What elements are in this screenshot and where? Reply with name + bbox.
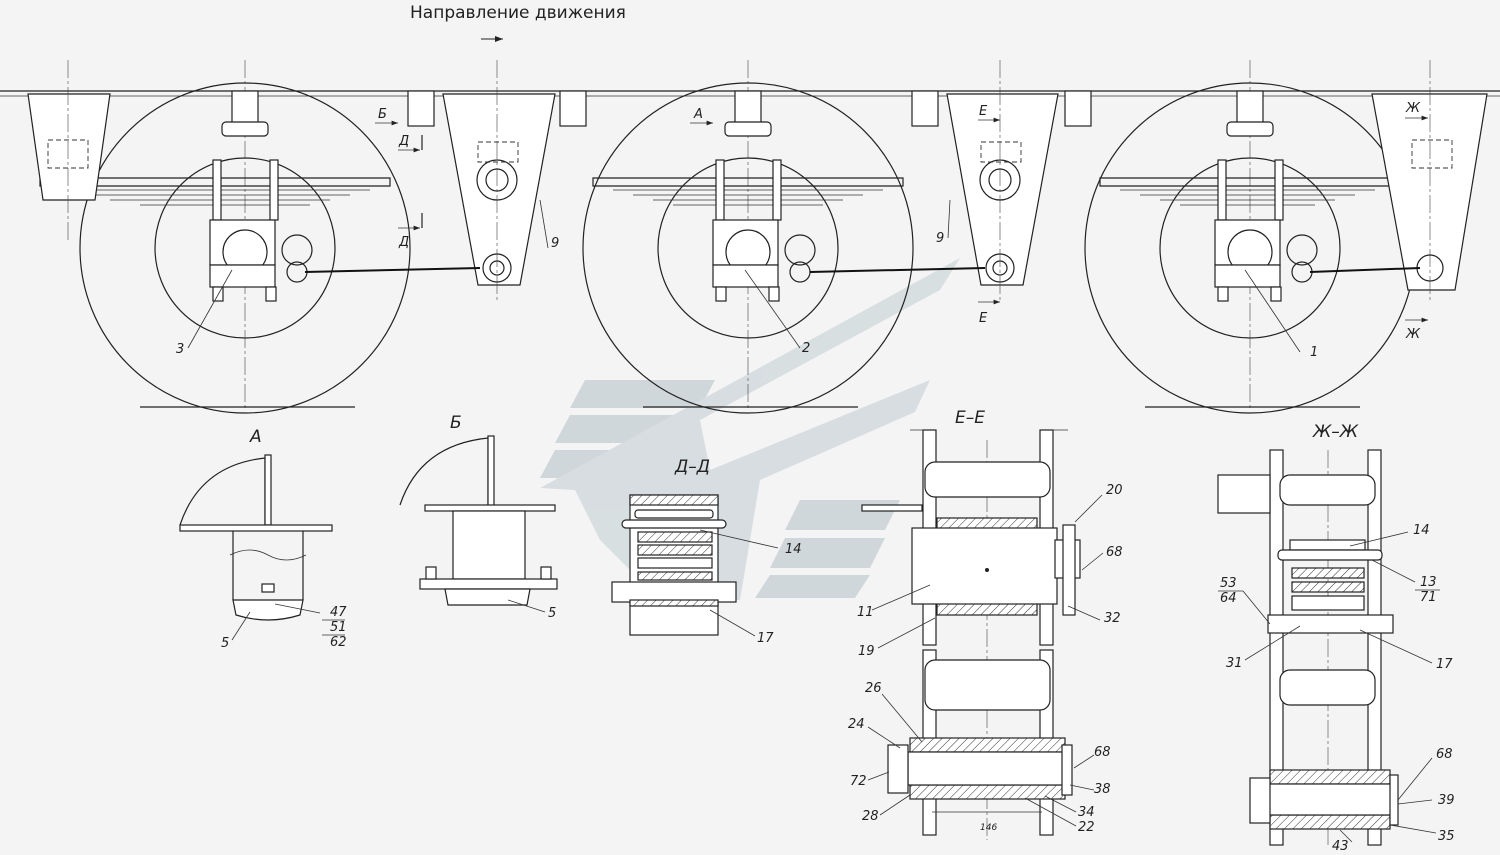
- view-a-callout-47: 47: [330, 605, 347, 620]
- view-b: Б 5: [399, 413, 558, 621]
- section-e-callout-34: 34: [1078, 805, 1095, 820]
- section-e-title: Е–Е: [955, 408, 985, 428]
- section-mark-d-bottom: Д: [398, 235, 409, 250]
- torque-rod-3: [1309, 267, 1421, 273]
- view-a-callout-51: 51: [330, 620, 347, 635]
- section-d-callout-14: 14: [785, 542, 802, 557]
- section-zh-callout-13: 13: [1420, 575, 1437, 590]
- section-mark-b: Б: [378, 107, 387, 122]
- section-e: Е–Е 146 20 68 32 11: [848, 408, 1123, 840]
- front-hanger-left: [27, 60, 111, 240]
- axle-assembly-middle: [582, 60, 914, 414]
- axle-assembly-front: [1084, 60, 1416, 414]
- section-e-callout-26: 26: [865, 681, 882, 696]
- section-d: Д–Д 14 17: [611, 457, 802, 646]
- section-d-callout-17: 17: [757, 631, 774, 646]
- section-e-callout-38: 38: [1094, 782, 1111, 797]
- section-mark-a: А: [693, 107, 703, 122]
- section-e-callout-32: 32: [1104, 611, 1121, 626]
- section-zh-callout-17: 17: [1436, 657, 1453, 672]
- callout-1: 1: [1310, 345, 1318, 360]
- section-zh-callout-35: 35: [1438, 829, 1455, 844]
- equalizer-hanger-1: [407, 60, 587, 300]
- section-zh-callout-71: 71: [1420, 590, 1437, 605]
- section-e-callout-28: 28: [862, 809, 879, 824]
- section-zh: Ж–Ж 14 13 71 53 64 31 17 68 3: [1217, 422, 1455, 854]
- section-e-callout-68a: 68: [1106, 545, 1123, 560]
- section-e-callout-68b: 68: [1094, 745, 1111, 760]
- view-a-callout-5: 5: [221, 636, 229, 651]
- callout-9a: 9: [551, 236, 559, 251]
- section-d-title: Д–Д: [674, 457, 710, 477]
- section-e-callout-72: 72: [850, 774, 867, 789]
- section-mark-e-top: Е: [979, 104, 988, 119]
- equalizer-hanger-2: [911, 60, 1092, 300]
- section-zh-callout-43: 43: [1332, 839, 1349, 854]
- view-a-title: А: [249, 427, 262, 447]
- section-e-callout-24: 24: [848, 717, 865, 732]
- section-e-callout-11: 11: [857, 605, 874, 620]
- section-e-dim-146: 146: [980, 823, 997, 833]
- view-b-callout-5: 5: [548, 606, 556, 621]
- section-zh-title: Ж–Ж: [1312, 422, 1359, 442]
- view-b-title: Б: [450, 413, 462, 433]
- section-e-callout-19: 19: [858, 644, 875, 659]
- section-zh-callout-68: 68: [1436, 747, 1453, 762]
- view-a: А 5 47 51 62: [179, 427, 347, 651]
- section-mark-e-bottom: Е: [979, 311, 988, 326]
- axle-assembly-rear: [39, 60, 411, 414]
- section-mark-zh-bottom: Ж: [1405, 327, 1421, 342]
- callout-3: 3: [176, 342, 184, 357]
- section-e-callout-20: 20: [1106, 483, 1123, 498]
- section-zh-callout-39: 39: [1438, 793, 1455, 808]
- section-mark-d-top: Д: [398, 134, 409, 149]
- section-zh-callout-31: 31: [1226, 656, 1243, 671]
- section-e-callout-22: 22: [1078, 820, 1095, 835]
- callout-2: 2: [802, 341, 810, 356]
- torque-rod-2: [809, 267, 986, 273]
- torque-rod-1: [304, 267, 481, 273]
- view-a-callout-62: 62: [330, 635, 347, 650]
- front-hanger-right: [1371, 60, 1488, 300]
- direction-title: Направление движения: [410, 3, 626, 23]
- section-zh-callout-64: 64: [1220, 591, 1237, 606]
- section-mark-zh-top: Ж: [1405, 101, 1421, 116]
- section-zh-callout-14: 14: [1413, 523, 1430, 538]
- watermark-logo: [540, 258, 960, 600]
- section-zh-callout-53: 53: [1220, 576, 1237, 591]
- callout-9b: 9: [936, 231, 944, 246]
